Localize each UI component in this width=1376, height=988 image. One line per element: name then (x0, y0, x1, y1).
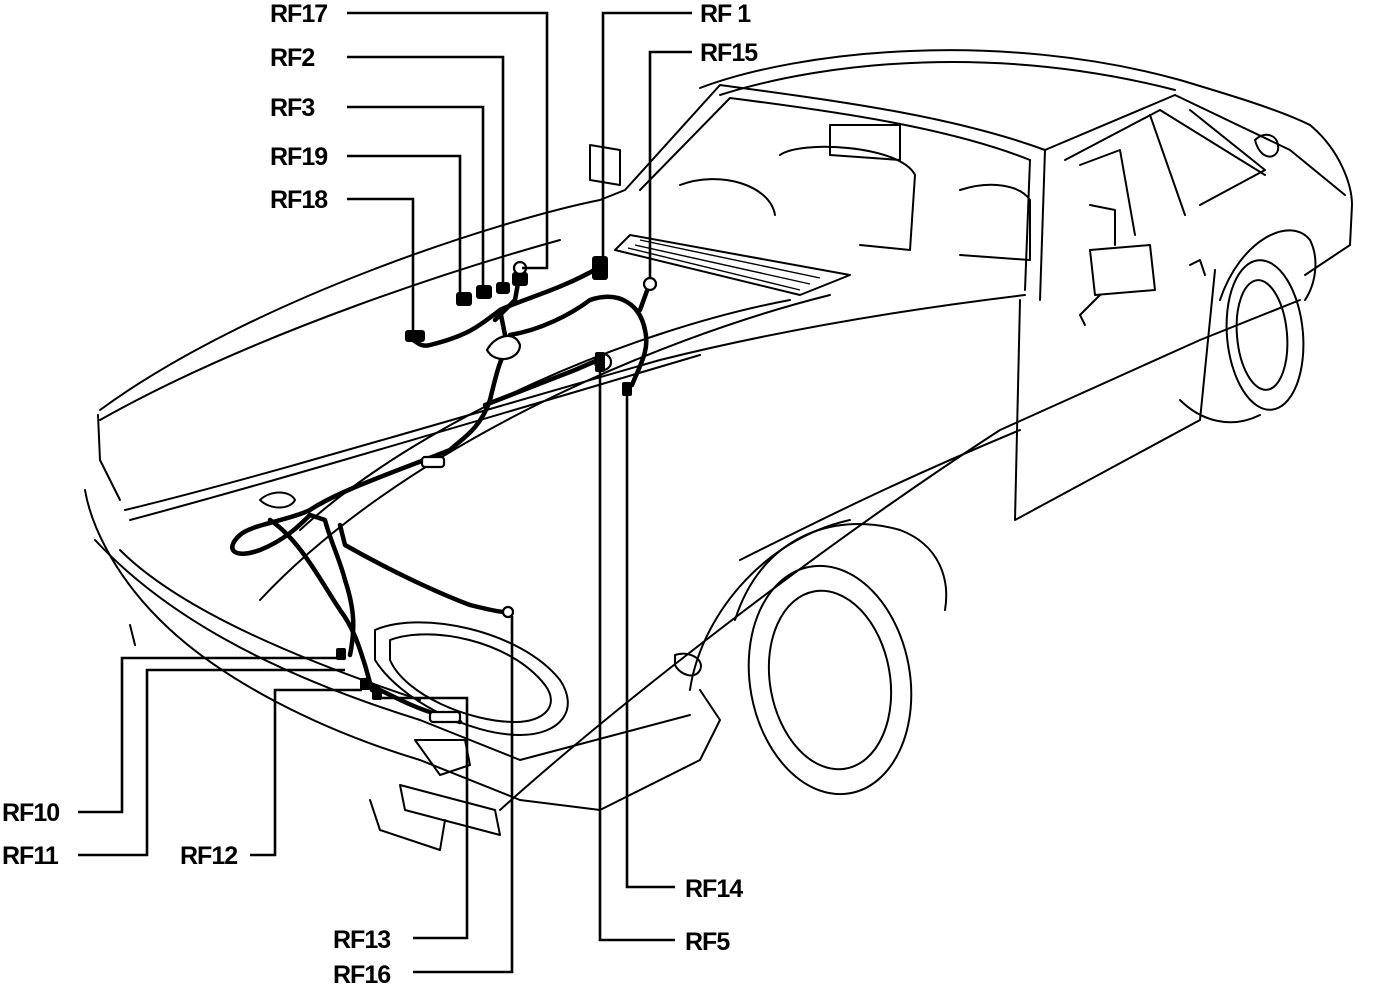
label-rf3: RF3 (270, 94, 314, 122)
leader-rf2 (347, 55, 505, 282)
leader-rf14 (625, 395, 675, 889)
leader-rf1 (601, 11, 692, 258)
label-rf14: RF14 (685, 875, 743, 903)
leader-rf18 (347, 197, 415, 333)
wiring-harness (230, 265, 651, 725)
leader-rf19 (347, 154, 462, 295)
label-rf13: RF13 (333, 926, 390, 954)
label-rf2: RF2 (270, 44, 314, 72)
label-rf19: RF19 (270, 143, 327, 171)
label-rf17: RF17 (270, 0, 327, 28)
leader-rf13 (378, 696, 469, 940)
label-rf15: RF15 (700, 39, 758, 67)
leader-rf3 (347, 105, 485, 288)
leader-rf10 (78, 656, 338, 814)
leader-rf17 (347, 11, 549, 270)
leader-lines (78, 11, 692, 974)
leader-rf15 (648, 50, 692, 278)
leader-rf11 (78, 668, 345, 857)
label-rf12: RF12 (180, 842, 237, 870)
label-rf18: RF18 (270, 186, 328, 214)
leader-rf16 (413, 616, 514, 974)
label-rf16: RF16 (333, 961, 390, 988)
leader-rf5 (598, 370, 675, 942)
label-rf1: RF 1 (700, 0, 751, 28)
leader-rf12 (250, 688, 362, 857)
connectors (336, 256, 658, 724)
callout-labels: RF17 RF2 RF3 RF19 RF18 RF 1 RF15 RF10 RF… (2, 0, 759, 988)
label-rf10: RF10 (2, 799, 59, 827)
label-rf5: RF5 (685, 928, 730, 956)
label-rf11: RF11 (2, 842, 59, 870)
